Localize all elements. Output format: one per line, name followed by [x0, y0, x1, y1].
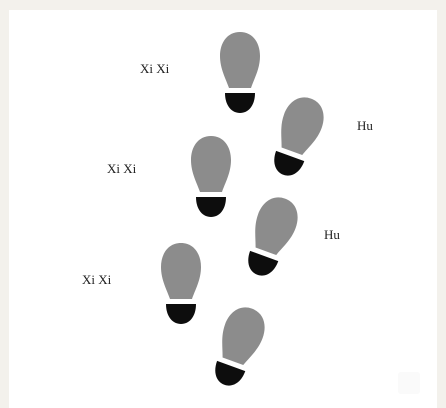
hu-footprint-3 — [205, 301, 271, 392]
label-xixi-3: Xi Xi — [82, 272, 112, 287]
label-xixi-1: Xi Xi — [140, 61, 170, 76]
xixi-footprint-2 — [191, 136, 231, 217]
hu-footprint-1 — [264, 91, 330, 182]
label-hu-2: Hu — [324, 227, 340, 242]
hu-footprint-2 — [238, 191, 304, 282]
xixi-footprint-1 — [220, 32, 260, 113]
xixi-footprint-3 — [161, 243, 201, 324]
label-xixi-2: Xi Xi — [107, 161, 137, 176]
corner-watermark — [398, 372, 420, 394]
label-hu-1: Hu — [357, 118, 373, 133]
